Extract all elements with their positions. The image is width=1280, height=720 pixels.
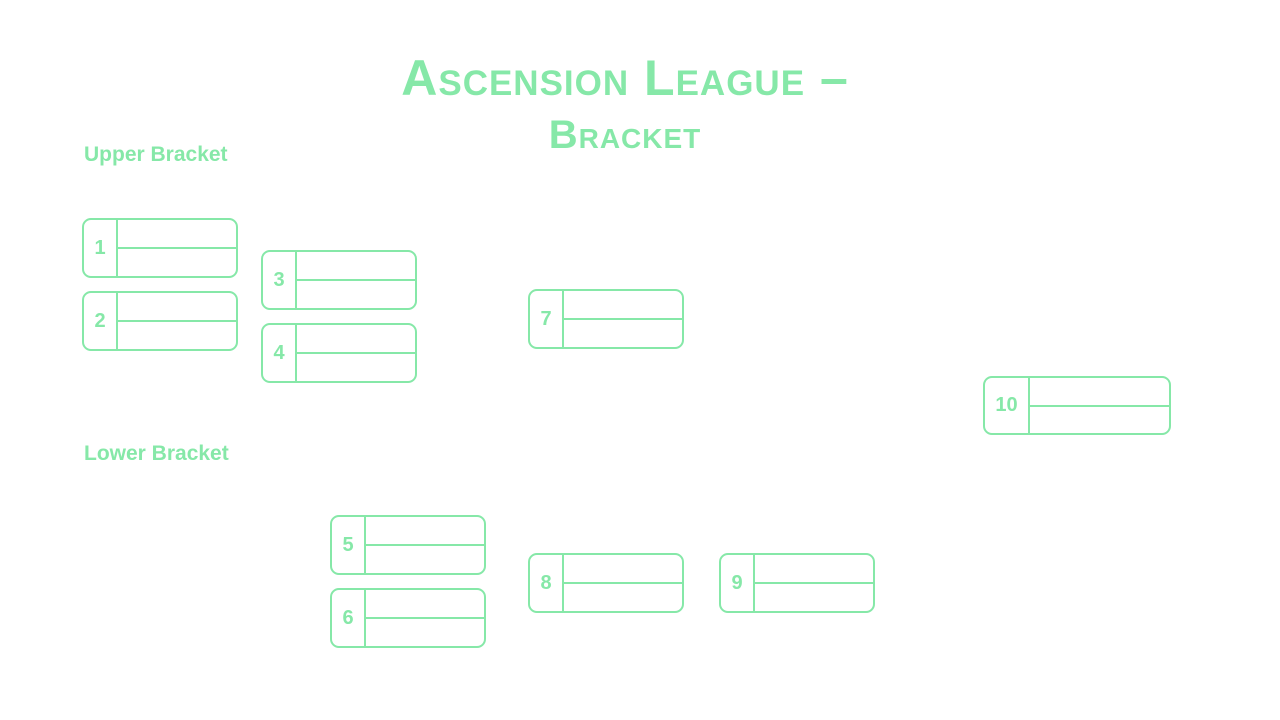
- team-slot[interactable]: [366, 590, 484, 617]
- match-box[interactable]: 1: [82, 218, 238, 278]
- match-number: 10: [985, 378, 1030, 433]
- match-number: 4: [263, 325, 297, 381]
- team-slot[interactable]: [564, 291, 682, 318]
- team-slot[interactable]: [118, 247, 236, 276]
- match-number: 8: [530, 555, 564, 611]
- match-number: 7: [530, 291, 564, 347]
- team-slot[interactable]: [366, 617, 484, 646]
- team-slot[interactable]: [297, 325, 415, 352]
- match-number: 2: [84, 293, 118, 349]
- match-number: 5: [332, 517, 366, 573]
- match-number: 1: [84, 220, 118, 276]
- match-number: 6: [332, 590, 366, 646]
- match-number: 9: [721, 555, 755, 611]
- team-slot[interactable]: [118, 320, 236, 349]
- upper-bracket-label: Upper Bracket: [84, 143, 228, 166]
- team-slot[interactable]: [118, 293, 236, 320]
- match-box[interactable]: 3: [261, 250, 417, 310]
- team-slot[interactable]: [564, 555, 682, 582]
- team-slot[interactable]: [564, 318, 682, 347]
- match-box[interactable]: 4: [261, 323, 417, 383]
- grand-final-box[interactable]: 10: [983, 376, 1171, 435]
- match-box[interactable]: 7: [528, 289, 684, 349]
- match-box[interactable]: 8: [528, 553, 684, 613]
- team-slot[interactable]: [1030, 378, 1169, 405]
- lower-bracket-label: Lower Bracket: [84, 442, 229, 465]
- page-subtitle: Bracket: [548, 113, 702, 157]
- team-slot[interactable]: [297, 279, 415, 308]
- team-slot[interactable]: [297, 352, 415, 381]
- match-box[interactable]: 5: [330, 515, 486, 575]
- page-title: Ascension League –: [401, 50, 849, 106]
- team-slot[interactable]: [118, 220, 236, 247]
- team-slot[interactable]: [366, 517, 484, 544]
- team-slot[interactable]: [564, 582, 682, 611]
- match-number: 3: [263, 252, 297, 308]
- team-slot[interactable]: [1030, 404, 1169, 434]
- match-box[interactable]: 6: [330, 588, 486, 648]
- team-slot[interactable]: [366, 544, 484, 573]
- match-box[interactable]: 2: [82, 291, 238, 351]
- team-slot[interactable]: [755, 582, 873, 611]
- match-box[interactable]: 9: [719, 553, 875, 613]
- team-slot[interactable]: [297, 252, 415, 279]
- team-slot[interactable]: [755, 555, 873, 582]
